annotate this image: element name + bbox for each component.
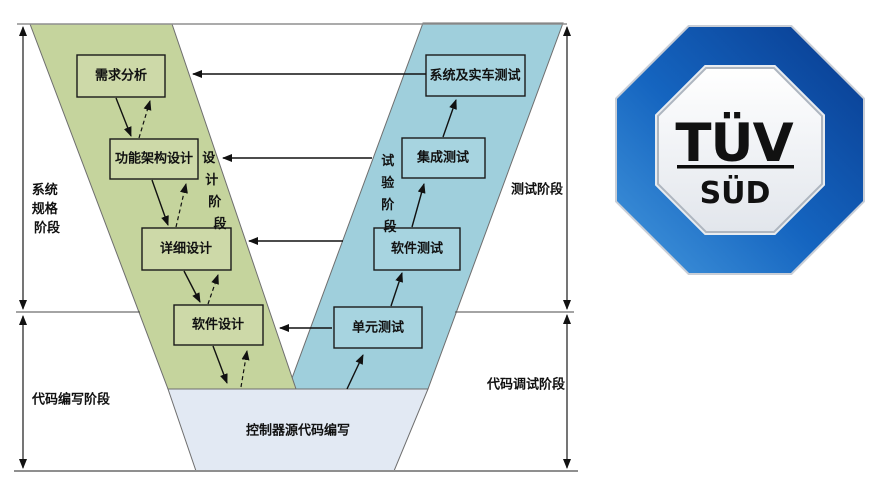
up-arrow-code-to-unittest	[346, 354, 364, 390]
functional-architecture-box	[109, 138, 199, 180]
dashed-arrow-software-to-detail	[207, 274, 219, 305]
testing-phase-label: 测试阶段	[511, 182, 563, 198]
source-code-label: 控制器源代码编写	[246, 423, 350, 439]
software-design-label: 软件设计	[192, 317, 244, 333]
integration-test-label: 集成测试	[416, 150, 469, 166]
system-spec-phase-label: 系统 规格 阶段	[32, 182, 63, 236]
system-vehicle-test-box	[425, 54, 526, 97]
up-arrow-integration-to-systemtest	[442, 99, 457, 138]
logo-tuv-text: TÜV	[675, 111, 793, 174]
down-arrow-req-to-arch	[115, 97, 132, 137]
software-test-box	[373, 227, 461, 271]
detailed-design-label: 详细设计	[160, 241, 212, 257]
requirements-label: 需求分析	[95, 68, 147, 84]
unit-test-box	[333, 306, 423, 349]
logo-sud-text: SÜD	[700, 174, 771, 211]
tuv-sud-logo: TÜV SÜD	[615, 25, 865, 275]
detailed-design-box	[141, 227, 232, 271]
functional-architecture-label: 功能架构设计	[115, 151, 193, 167]
code-writing-phase-label: 代码编写阶段	[31, 392, 110, 408]
up-arrow-unittest-to-softwaretest	[390, 272, 403, 307]
design-phase-label: 设 计 阶 段	[202, 151, 226, 232]
logo-divider-bar	[677, 165, 794, 169]
software-test-label: 软件测试	[391, 241, 443, 257]
requirements-box	[76, 54, 166, 98]
down-arrow-detail-to-software	[183, 270, 201, 303]
code-debug-phase-label: 代码调试阶段	[486, 377, 565, 393]
experiment-phase-label: 试 验 阶 段	[381, 153, 399, 235]
unit-test-label: 单元测试	[352, 320, 404, 336]
dashed-arrow-detail-to-arch	[175, 183, 188, 228]
down-arrow-arch-to-detail	[151, 179, 169, 226]
software-design-box	[173, 304, 264, 346]
logo-inner-octagon	[657, 67, 823, 233]
up-arrow-softwaretest-to-integration	[411, 183, 426, 228]
dashed-arrow-code-to-software	[240, 350, 250, 388]
system-vehicle-test-label: 系统及实车测试	[429, 68, 520, 84]
integration-test-box	[401, 137, 486, 179]
down-arrow-software-to-code	[212, 345, 228, 384]
